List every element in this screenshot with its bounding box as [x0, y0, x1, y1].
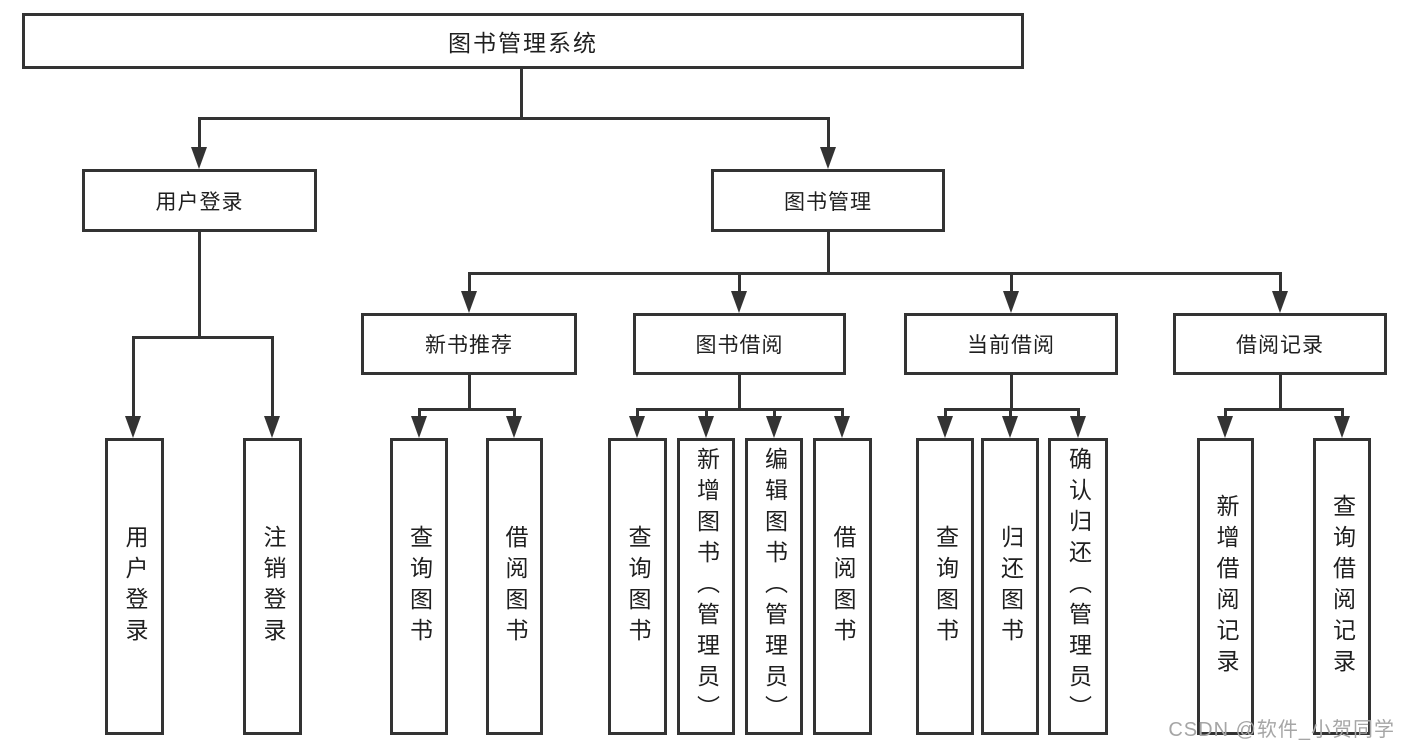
node-book-management-label: 图书管理 [784, 190, 872, 214]
leaf-return-books: 归还图书 [981, 438, 1039, 735]
arrow-down-icon [461, 291, 477, 313]
connector-line [944, 408, 1080, 411]
leaf-recommend-query-books-label: 查询图书 [406, 524, 433, 649]
node-current-borrow-label: 当前借阅 [967, 334, 1055, 357]
leaf-confirm-return-admin: 确认归还（管理员） [1048, 438, 1108, 735]
connector-line [636, 408, 844, 411]
arrow-down-icon [1002, 416, 1018, 438]
node-new-book-recommend-label: 新书推荐 [425, 334, 513, 357]
arrow-down-icon [820, 147, 836, 169]
leaf-query-borrow-record-label: 查询借阅记录 [1329, 493, 1356, 680]
connector-line [198, 117, 201, 153]
connector-line [468, 272, 471, 298]
leaf-borrow-query-books-label: 查询图书 [625, 524, 651, 649]
leaf-logout-label: 注销登录 [260, 524, 286, 649]
arrow-down-icon [264, 416, 280, 438]
arrow-down-icon [191, 147, 207, 169]
leaf-logout: 注销登录 [243, 438, 302, 735]
leaf-return-books-label: 归还图书 [997, 524, 1024, 649]
leaf-add-borrow-record: 新增借阅记录 [1197, 438, 1254, 735]
arrow-down-icon [698, 416, 714, 438]
arrow-down-icon [1070, 416, 1086, 438]
leaf-add-book-admin-label: 新增图书（管理员） [693, 447, 720, 726]
node-book-management: 图书管理 [711, 169, 945, 232]
leaf-current-query-books-label: 查询图书 [932, 524, 959, 649]
leaf-borrow-query-books: 查询图书 [608, 438, 667, 735]
connector-line [827, 232, 830, 275]
leaf-recommend-borrow-books: 借阅图书 [486, 438, 543, 735]
node-new-book-recommend: 新书推荐 [361, 313, 577, 375]
arrow-down-icon [834, 416, 850, 438]
connector-line [738, 375, 741, 411]
connector-line [468, 272, 1282, 275]
leaf-borrow-borrow-books: 借阅图书 [813, 438, 872, 735]
connector-line [1224, 408, 1344, 411]
leaf-add-borrow-record-label: 新增借阅记录 [1213, 493, 1239, 680]
arrow-down-icon [506, 416, 522, 438]
node-borrow-records: 借阅记录 [1173, 313, 1387, 375]
arrow-down-icon [766, 416, 782, 438]
connector-line [198, 117, 830, 120]
connector-line [827, 117, 830, 153]
connector-line [418, 408, 516, 411]
root-node: 图书管理系统 [22, 13, 1024, 69]
node-borrow-records-label: 借阅记录 [1236, 334, 1324, 357]
node-user-login-label: 用户登录 [155, 190, 244, 214]
leaf-borrow-borrow-books-label: 借阅图书 [830, 524, 856, 649]
node-book-borrow-label: 图书借阅 [695, 334, 784, 357]
connector-line [132, 336, 135, 424]
connector-line [738, 272, 741, 298]
arrow-down-icon [937, 416, 953, 438]
connector-line [271, 336, 274, 424]
arrow-down-icon [1217, 416, 1233, 438]
leaf-user-login-label: 用户登录 [122, 524, 148, 649]
connector-line [132, 336, 274, 339]
leaf-recommend-query-books: 查询图书 [390, 438, 448, 735]
connector-line [1010, 375, 1013, 411]
leaf-query-borrow-record: 查询借阅记录 [1313, 438, 1371, 735]
leaf-edit-book-admin: 编辑图书（管理员） [745, 438, 803, 735]
leaf-current-query-books: 查询图书 [916, 438, 974, 735]
connector-line [198, 232, 201, 339]
connector-line [1010, 272, 1013, 298]
arrow-down-icon [629, 416, 645, 438]
arrow-down-icon [1272, 291, 1288, 313]
node-book-borrow: 图书借阅 [633, 313, 846, 375]
connector-line [468, 375, 471, 411]
leaf-add-book-admin: 新增图书（管理员） [677, 438, 735, 735]
leaf-confirm-return-admin-label: 确认归还（管理员） [1065, 447, 1092, 726]
arrow-down-icon [1334, 416, 1350, 438]
arrow-down-icon [1003, 291, 1019, 313]
arrow-down-icon [731, 291, 747, 313]
node-user-login: 用户登录 [82, 169, 317, 232]
root-node-label: 图书管理系统 [448, 30, 598, 56]
connector-line [1279, 272, 1282, 298]
arrow-down-icon [411, 416, 427, 438]
leaf-recommend-borrow-books-label: 借阅图书 [502, 524, 528, 649]
node-current-borrow: 当前借阅 [904, 313, 1118, 375]
watermark: CSDN @软件_小贺同学 [1168, 719, 1395, 741]
connector-line [520, 69, 523, 118]
connector-line [1279, 375, 1282, 411]
arrow-down-icon [125, 416, 141, 438]
leaf-edit-book-admin-label: 编辑图书（管理员） [761, 447, 788, 726]
leaf-user-login: 用户登录 [105, 438, 164, 735]
